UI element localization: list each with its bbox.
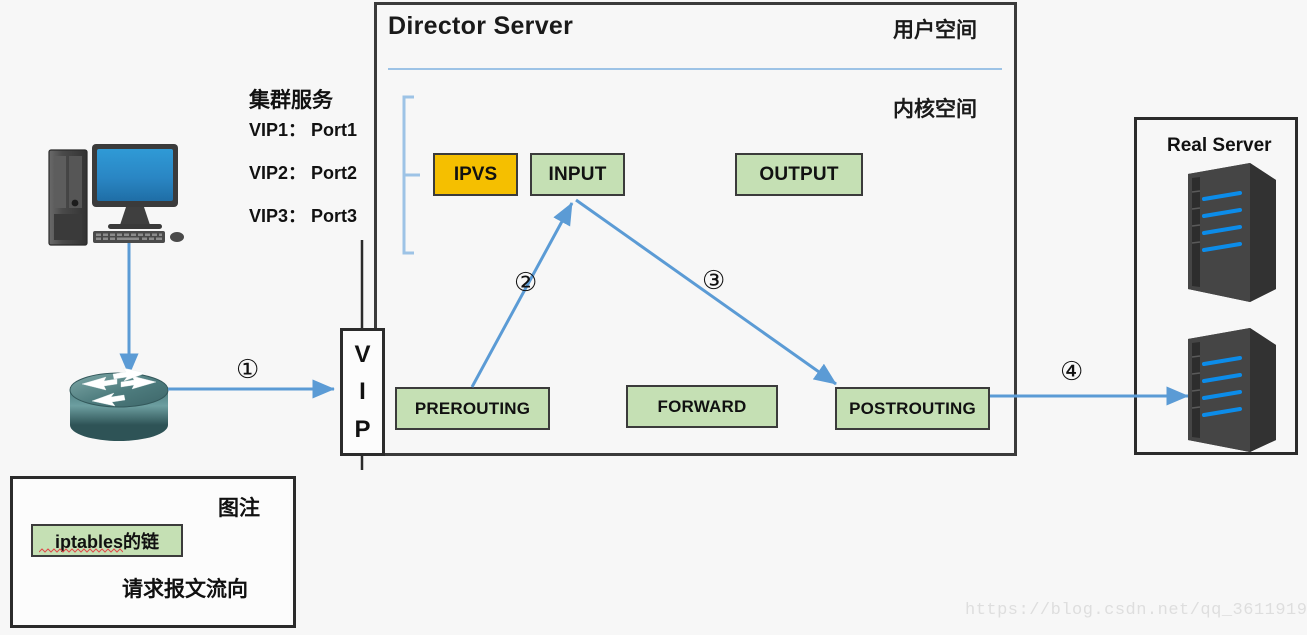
- client-computer-icon: [48, 144, 184, 246]
- vip-gateway-box[interactable]: V I P: [340, 328, 385, 456]
- legend-chain-label: iptables的链: [54, 531, 160, 552]
- cluster-service-entry-2: VIP2： Port2: [249, 163, 358, 183]
- user-kernel-space-divider: [388, 68, 1002, 70]
- kernel-space-label: 内核空间: [893, 98, 977, 121]
- cluster-service-entry-1: VIP1： Port1: [249, 120, 358, 140]
- ipvs-label: IPVS: [453, 163, 498, 185]
- chain-box-output[interactable]: OUTPUT: [735, 153, 863, 196]
- postrouting-label: POSTROUTING: [849, 398, 976, 418]
- watermark: https://blog.csdn.net/qq_36119192: [965, 601, 1307, 620]
- cluster-service-heading: 集群服务: [249, 89, 333, 112]
- ipvs-box[interactable]: IPVS: [433, 153, 518, 196]
- cluster-service-entry-3: VIP3： Port3: [249, 206, 358, 226]
- vip-letter-i: I: [359, 378, 366, 405]
- director-server-title: Director Server: [388, 12, 574, 40]
- cluster-service-bracket: [402, 95, 420, 255]
- prerouting-label: PREROUTING: [414, 398, 531, 418]
- vip-letter-p: P: [354, 415, 371, 443]
- output-label: OUTPUT: [759, 163, 839, 185]
- cluster-service-block: 集群服务 VIP1： Port1 VIP2： Port2 VIP3： Port3: [249, 84, 399, 245]
- vip-letter-v: V: [354, 340, 371, 368]
- chain-box-forward[interactable]: FORWARD: [626, 385, 778, 428]
- legend-chain-swatch: iptables的链: [31, 524, 183, 557]
- chain-box-prerouting[interactable]: PREROUTING: [395, 387, 550, 430]
- user-space-label: 用户空间: [893, 19, 977, 42]
- spellcheck-squiggle-icon: [39, 548, 123, 553]
- input-label: INPUT: [548, 163, 607, 185]
- forward-label: FORWARD: [657, 396, 747, 416]
- real-server-title: Real Server: [1167, 135, 1272, 156]
- legend-flow-label: 请求报文流向: [122, 578, 248, 601]
- legend-title: 图注: [218, 497, 260, 520]
- step-marker-4: ④: [1060, 357, 1084, 387]
- router-icon: [69, 367, 169, 441]
- step-marker-1: ①: [236, 355, 260, 385]
- real-server-box: [1134, 117, 1298, 455]
- chain-box-input[interactable]: INPUT: [530, 153, 625, 196]
- chain-box-postrouting[interactable]: POSTROUTING: [835, 387, 990, 430]
- step-marker-2: ②: [514, 268, 538, 298]
- step-marker-3: ③: [702, 266, 726, 296]
